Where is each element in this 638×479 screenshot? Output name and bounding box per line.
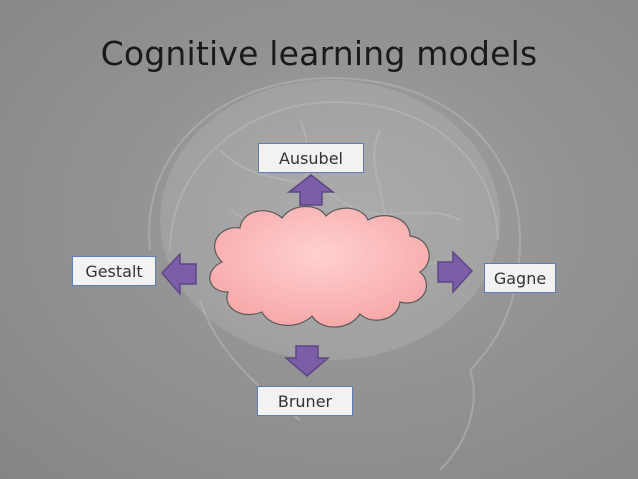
arrow-up-icon — [286, 174, 336, 206]
label-gestalt: Gestalt — [72, 256, 156, 286]
arrow-right-icon — [437, 250, 474, 294]
label-ausubel: Ausubel — [258, 143, 364, 173]
arrow-left-icon — [160, 252, 197, 297]
slide-title: Cognitive learning models — [100, 34, 538, 73]
label-bruner: Bruner — [257, 386, 353, 416]
central-cloud-shape — [209, 205, 430, 328]
label-gagne: Gagne — [484, 263, 556, 293]
arrow-down-icon — [283, 345, 331, 377]
